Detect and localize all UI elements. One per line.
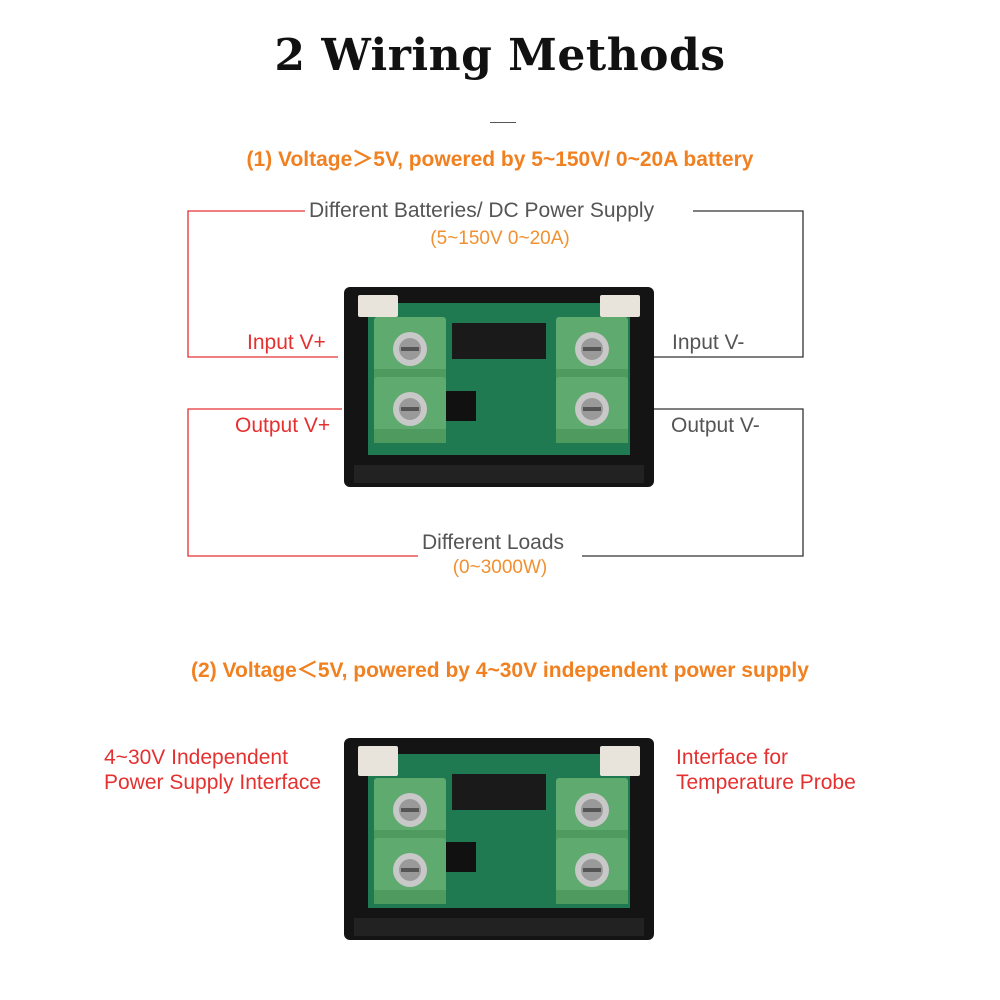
supply-negative-wire bbox=[652, 210, 804, 358]
method-2-heading: (2) Voltage＜5V, powered by 4~30V indepen… bbox=[191, 659, 809, 682]
supply-positive-wire bbox=[187, 210, 338, 358]
load-label: Different Loads bbox=[422, 531, 565, 554]
probe-interface-label-line2: Temperature Probe bbox=[676, 771, 856, 794]
power-interface-label-line2: Power Supply Interface bbox=[104, 771, 322, 794]
title-divider bbox=[490, 122, 516, 123]
power-interface-label-line1: 4~30V Independent bbox=[104, 746, 288, 769]
input-positive-label: Input V+ bbox=[247, 331, 326, 354]
page-title: 2 Wiring Methods bbox=[274, 30, 726, 81]
load-negative-wire bbox=[582, 408, 804, 557]
method-1-heading: (1) Voltage＞5V, powered by 5~150V/ 0~20A… bbox=[246, 148, 754, 171]
supply-label: Different Batteries/ DC Power Supply bbox=[309, 199, 655, 222]
output-negative-label: Output V- bbox=[671, 414, 760, 437]
load-range: (0~3000W) bbox=[452, 557, 548, 578]
power-supply-connector bbox=[358, 746, 398, 776]
probe-interface-label-line1: Interface for bbox=[676, 746, 789, 769]
supply-range: (5~150V 0~20A) bbox=[430, 228, 570, 249]
temperature-probe-connector bbox=[600, 746, 640, 776]
input-negative-label: Input V- bbox=[672, 331, 745, 354]
load-positive-wire bbox=[187, 408, 418, 557]
output-positive-label: Output V+ bbox=[235, 414, 331, 437]
